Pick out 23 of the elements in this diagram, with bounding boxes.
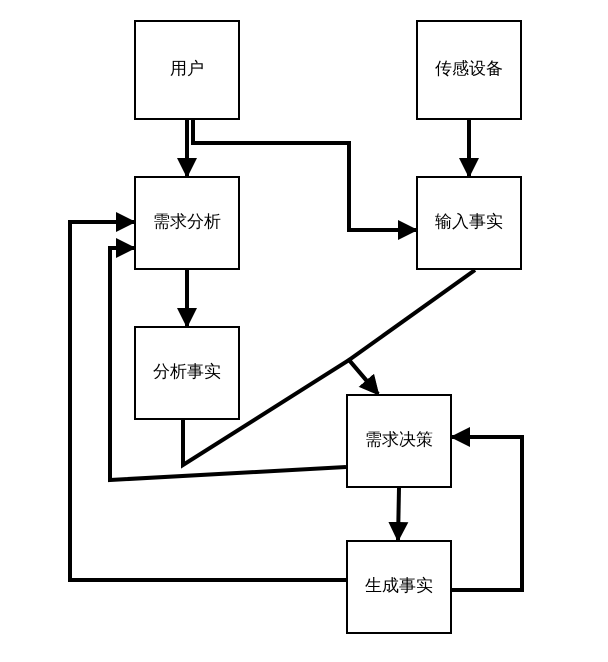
process-box bbox=[134, 20, 240, 120]
process-box bbox=[416, 176, 522, 270]
arrow bbox=[177, 120, 197, 178]
box-label: 输入事实 bbox=[435, 212, 503, 234]
box-label: 需求决策 bbox=[365, 430, 433, 452]
box-label: 需求分析 bbox=[153, 212, 221, 234]
box-label: 分析事实 bbox=[153, 362, 221, 384]
arrow bbox=[346, 268, 476, 396]
process-box bbox=[346, 540, 452, 634]
arrow bbox=[68, 212, 346, 582]
process-box bbox=[134, 326, 240, 420]
arrow bbox=[108, 238, 346, 482]
box-label: 生成事实 bbox=[365, 576, 433, 598]
arrow bbox=[450, 427, 524, 592]
arrow bbox=[459, 120, 479, 178]
box-label: 传感设备 bbox=[435, 59, 503, 81]
arrow bbox=[191, 120, 418, 240]
arrow bbox=[177, 270, 197, 328]
process-box bbox=[134, 176, 240, 270]
arrow bbox=[388, 488, 408, 542]
process-box bbox=[416, 20, 522, 120]
box-label: 用户 bbox=[170, 59, 204, 81]
process-box bbox=[346, 394, 452, 488]
